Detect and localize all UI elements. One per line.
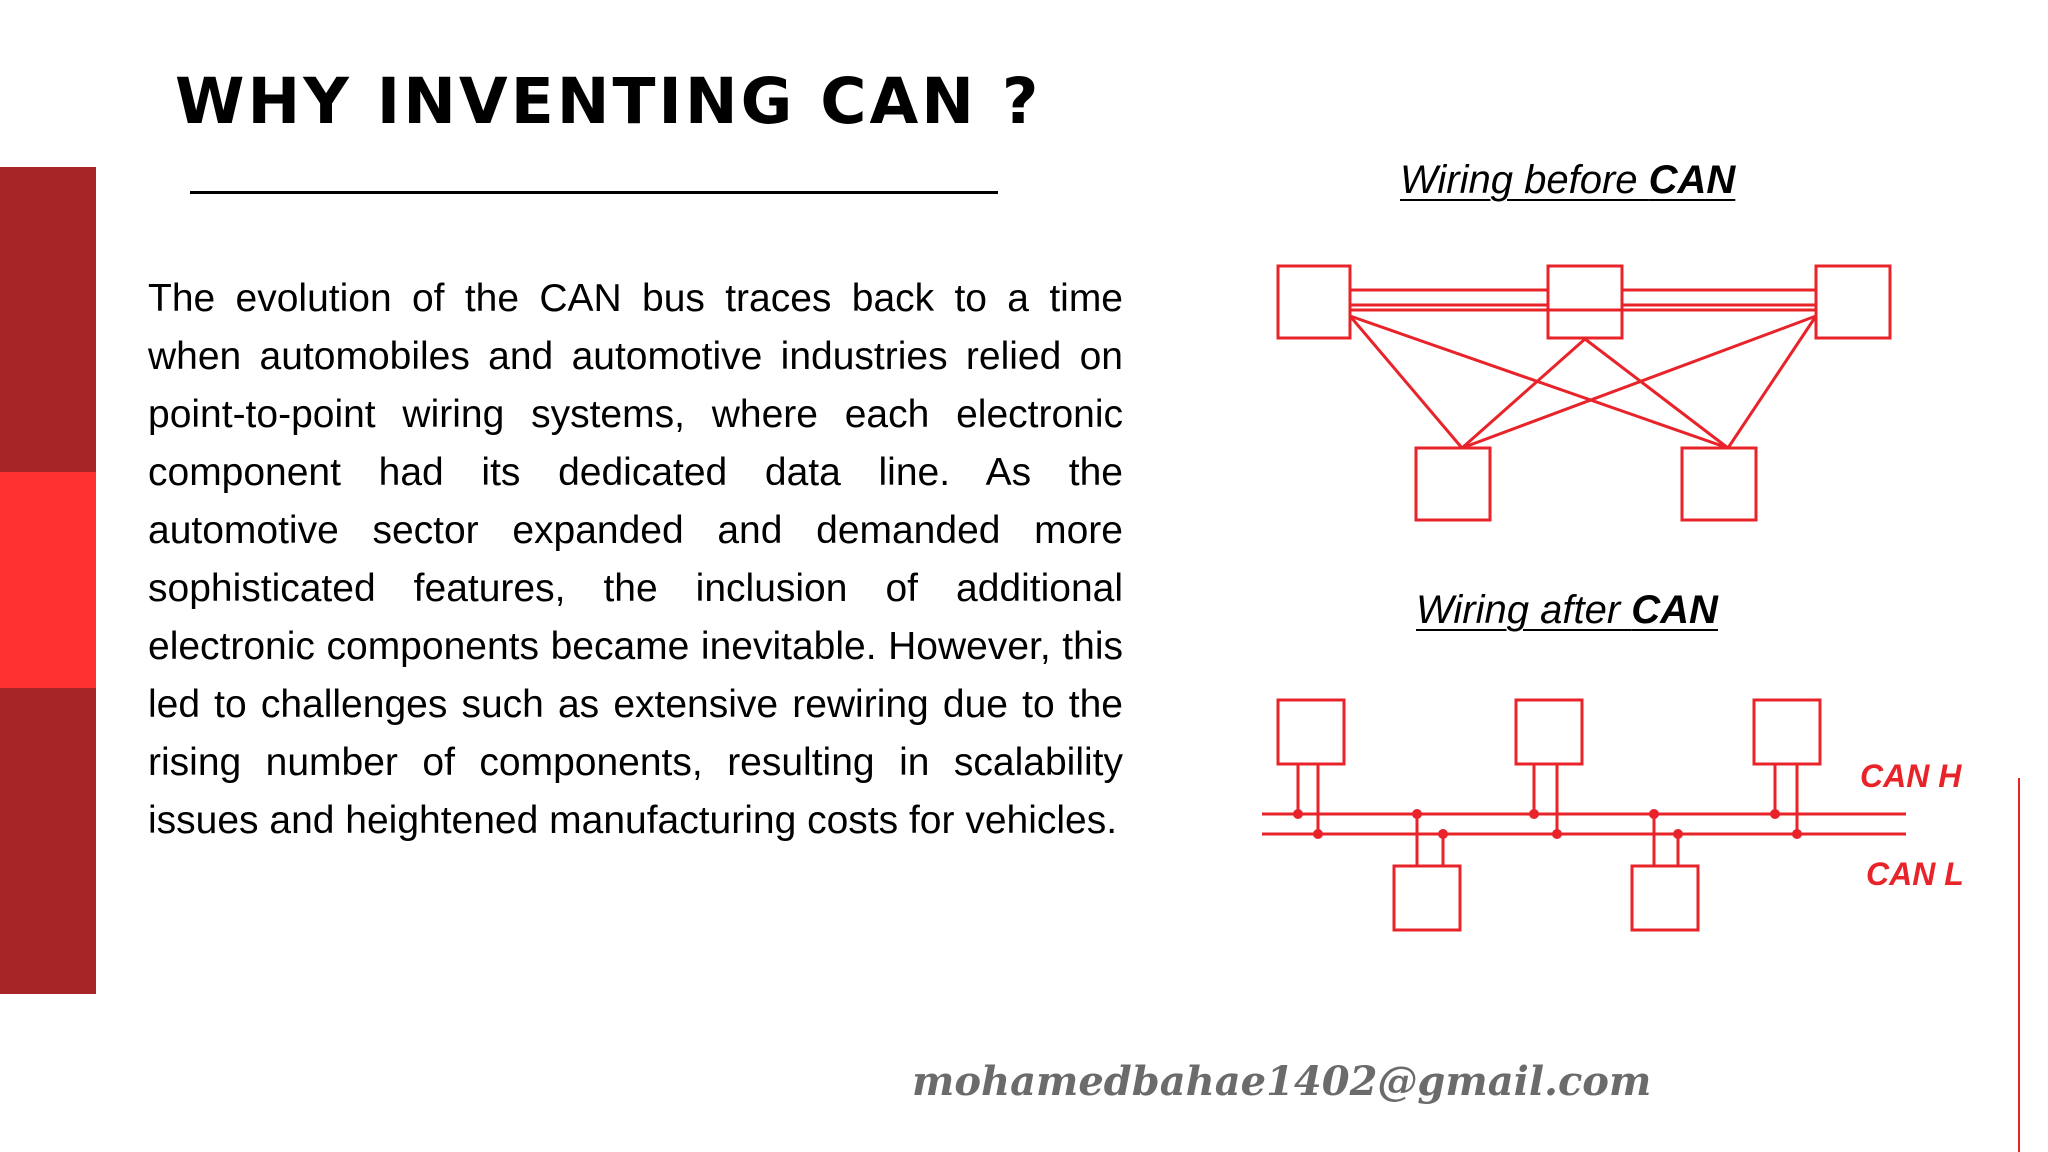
junction-dots	[1293, 809, 1802, 839]
node-box	[1814, 264, 1892, 340]
accent-bar-bottom	[0, 688, 96, 994]
caption-after-bold: CAN	[1631, 588, 1718, 632]
caption-before-bold: CAN	[1648, 158, 1736, 202]
node-box	[1546, 264, 1624, 340]
title-underline	[190, 191, 998, 194]
slide-title: WHY INVENTING CAN ?	[175, 65, 1042, 138]
wire	[1348, 315, 1464, 449]
diagram-can-bus	[1262, 698, 1906, 932]
caption-before-prefix: Wiring before	[1400, 158, 1649, 202]
junction	[1438, 829, 1448, 839]
junction	[1792, 829, 1802, 839]
junction	[1412, 809, 1422, 819]
wire	[1461, 314, 1817, 450]
junction	[1649, 809, 1659, 819]
junction	[1770, 809, 1780, 819]
caption-wiring-after: Wiring after CAN	[1416, 588, 1718, 633]
node-box	[1414, 446, 1492, 522]
can-high-label: CAN H	[1860, 758, 1962, 794]
body-paragraph: The evolution of the CAN bus traces back…	[148, 277, 1123, 842]
node-box	[1680, 446, 1758, 522]
accent-bar-middle	[0, 472, 96, 688]
junction	[1552, 829, 1562, 839]
wire	[1349, 314, 1729, 450]
junction	[1673, 829, 1683, 839]
wire	[1726, 315, 1818, 449]
accent-bar-top	[0, 167, 96, 472]
caption-wiring-before: Wiring before CAN	[1400, 158, 1735, 203]
node-box	[1752, 698, 1822, 766]
node-box	[1392, 864, 1462, 932]
node-box	[1276, 264, 1352, 340]
right-edge-line	[2018, 778, 2020, 1152]
node-box	[1276, 698, 1346, 766]
author-email: mohamedbahae1402@gmail.com	[912, 1058, 1652, 1105]
node-box	[1630, 864, 1700, 932]
diagram-point-to-point	[1276, 264, 1892, 522]
node-box	[1514, 698, 1584, 766]
caption-after-prefix: Wiring after	[1416, 588, 1632, 632]
wire	[1584, 337, 1729, 450]
wire	[1461, 337, 1586, 450]
junction	[1313, 829, 1323, 839]
junction	[1529, 809, 1539, 819]
can-low-label: CAN L	[1866, 856, 1964, 892]
junction	[1293, 809, 1303, 819]
